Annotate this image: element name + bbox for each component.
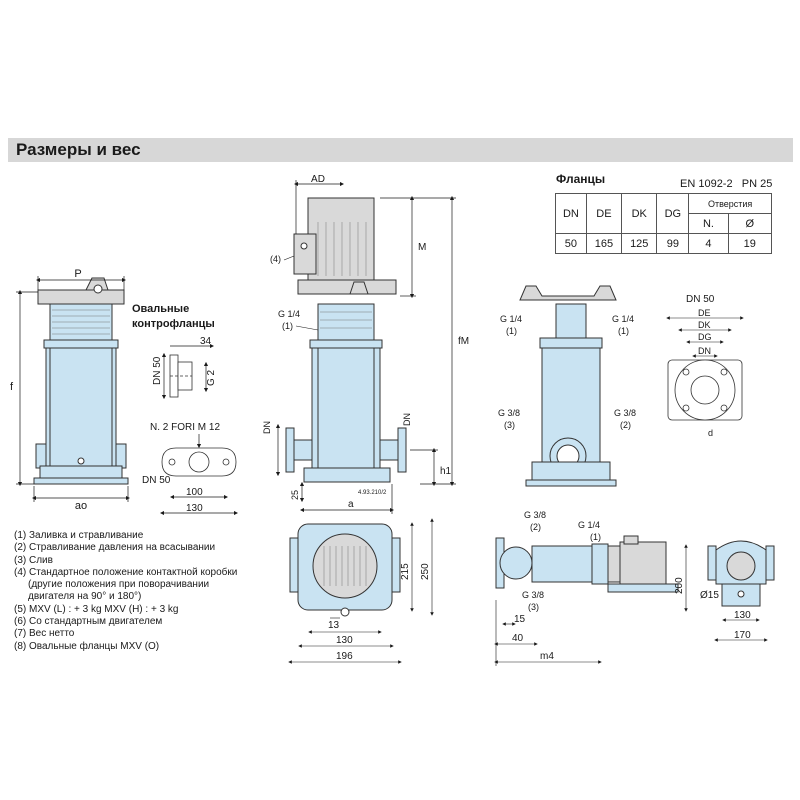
note-item: двигателя на 90° и 180°): [28, 591, 142, 603]
flange-detail-dims: [666, 316, 744, 358]
note-item: (3) Слив: [14, 554, 53, 566]
label-n3-right: (3): [504, 420, 515, 430]
label-p: P: [74, 268, 81, 280]
section-title: Размеры и вес: [16, 140, 141, 159]
pump-top-view: [289, 523, 401, 617]
pump-front-view: [285, 197, 407, 483]
label-dn-flange: DN: [698, 346, 711, 356]
label-g14-h: G 1/4: [578, 520, 600, 530]
label-de: DE: [698, 308, 711, 318]
label-n2-right: (2): [620, 420, 631, 430]
label-dn50-rotated: DN 50: [152, 356, 163, 385]
label-250: 250: [420, 563, 431, 580]
label-n1-h: (1): [590, 532, 601, 542]
flanges-cell-dk: 125: [621, 233, 658, 254]
label-g38-right-b: G 3/8: [614, 408, 636, 418]
label-200: 200: [674, 577, 685, 594]
label-h1: h1: [440, 466, 452, 477]
note-item: (другие положения при поворачивании: [28, 579, 210, 591]
oval-flanges-title-1: Овальные: [132, 303, 189, 315]
note-item: (4) Стандартное положение контактной кор…: [14, 566, 238, 578]
flanges-standard: EN 1092-2 PN 25: [680, 178, 772, 190]
label-13: 13: [328, 620, 340, 631]
label-130-oval: 130: [186, 503, 203, 514]
pump-end-view: [707, 540, 775, 607]
label-n3-h: (3): [528, 602, 539, 612]
flanges-pressure-text: PN 25: [741, 178, 773, 190]
label-100: 100: [186, 487, 203, 498]
oval-flange-dims: [161, 343, 215, 400]
label-n4: (4): [270, 254, 281, 264]
note-item: (8) Овальные фланцы MXV (O): [14, 640, 160, 652]
label-g14-right-b: G 1/4: [612, 314, 634, 324]
note-item: (1) Заливка и стравливание: [14, 530, 144, 541]
flanges-standard-text: EN 1092-2: [680, 178, 733, 190]
label-n1-right-b: (1): [618, 326, 629, 336]
label-dn50-flange: DN 50: [686, 294, 715, 305]
dimension-lines-front: [275, 180, 456, 514]
label-dn50-oval: DN 50: [142, 475, 171, 486]
note-item: (2) Стравливание давления на всасывании: [14, 542, 216, 554]
label-n1-right-a: (1): [506, 326, 517, 336]
label-g2: G 2: [206, 369, 217, 386]
label-d: d: [708, 428, 713, 438]
flanges-title: Фланцы: [556, 172, 606, 186]
label-dg: DG: [698, 332, 712, 342]
flanges-cell-n: 4: [688, 233, 729, 254]
label-ao: ao: [75, 500, 87, 512]
pump-right-view: [519, 285, 617, 487]
label-g38-h-a: G 3/8: [524, 510, 546, 520]
top-view-dims: [288, 518, 434, 664]
label-n1-front: (1): [282, 321, 293, 331]
oval-flanges-title-2: контрофланцы: [132, 318, 215, 330]
pump-side-view: [33, 277, 129, 485]
label-40: 40: [512, 633, 524, 644]
label-g14-front: G 1/4: [278, 309, 300, 319]
label-dk: DK: [698, 320, 711, 330]
flange-detail: [667, 359, 743, 421]
end-view-dims: [714, 618, 768, 642]
flanges-table: DN DE DK DG Отверстия N. Ø 50 165 125 99…: [555, 193, 773, 254]
drawing-code: 4.93.210/2: [358, 490, 387, 496]
flanges-header-dk: DK: [621, 193, 658, 234]
label-dn-front: DN: [262, 421, 272, 434]
flanges-header-dg: DG: [656, 193, 690, 234]
label-f: f: [10, 381, 14, 393]
label-g14-right-a: G 1/4: [500, 314, 522, 324]
label-170: 170: [734, 630, 751, 641]
label-dn-front-right: DN: [402, 413, 412, 426]
label-g38-h-b: G 3/8: [522, 590, 544, 600]
label-m: M: [418, 242, 426, 253]
label-g38-right-a: G 3/8: [498, 408, 520, 418]
note-item: (5) MXV (L) : + 3 kg MXV (H) : + 3 kg: [14, 603, 179, 615]
oval-flange-bottom-dims: [159, 494, 239, 516]
notes-list: (1) Заливка и стравливание (2) Стравлива…: [14, 530, 237, 653]
horizontal-view-dims: [494, 544, 688, 666]
label-holes: N. 2 FORI M 12: [150, 422, 220, 433]
section-header: Размеры и вес: [8, 138, 793, 162]
label-34: 34: [200, 336, 212, 347]
oval-flange-side: [169, 354, 193, 398]
label-15: 15: [514, 614, 526, 625]
oval-flange-top: [161, 447, 237, 477]
flanges-cell-dia: 19: [727, 233, 773, 254]
label-dia15: Ø15: [700, 590, 719, 601]
label-ad: AD: [311, 174, 325, 185]
label-a: a: [348, 499, 354, 510]
flanges-cell-de: 165: [585, 233, 623, 254]
pump-horizontal-view: [495, 535, 679, 593]
label-25: 25: [290, 490, 300, 500]
dimension-lines-side: [16, 276, 131, 502]
label-n2-h: (2): [530, 522, 541, 532]
label-215: 215: [400, 563, 411, 580]
label-m4: m4: [540, 651, 554, 662]
label-130-top: 130: [336, 635, 353, 646]
label-130-end: 130: [734, 610, 751, 621]
label-fm: fM: [458, 336, 469, 347]
flanges-cell-dn: 50: [555, 233, 587, 254]
note-item: (6) Со стандартным двигателем: [14, 616, 163, 628]
note-item: (7) Вес нетто: [14, 628, 75, 640]
label-196: 196: [336, 651, 353, 662]
